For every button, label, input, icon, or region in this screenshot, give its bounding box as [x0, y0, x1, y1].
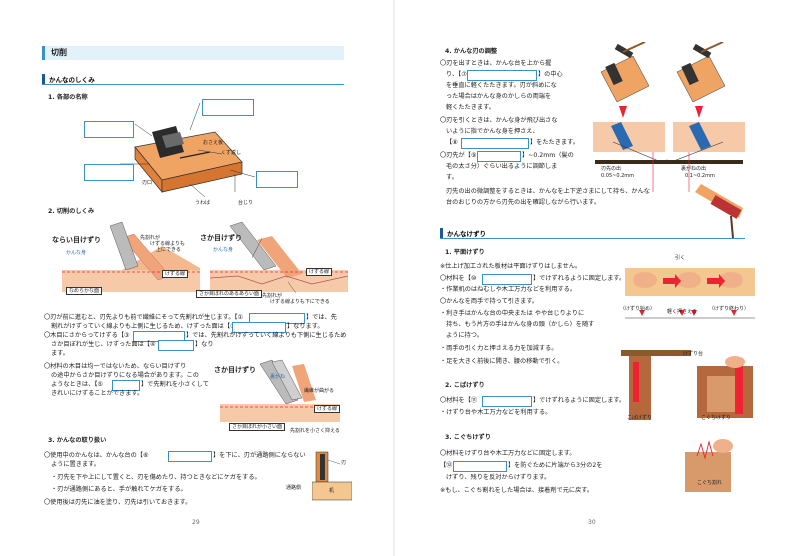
kezuru-line-2: けずる線 [306, 268, 333, 276]
sakiware-note-3: 上にできる [156, 247, 181, 253]
blank-box-1[interactable] [202, 99, 254, 116]
label-hakuchi: 刃口 [142, 180, 153, 186]
d7-koguchi: こぐちけずり [701, 415, 732, 421]
d7-kezuridai: けずり台 [683, 351, 704, 357]
blank-10[interactable] [482, 274, 532, 285]
blank-box-3[interactable] [84, 164, 134, 181]
d3-kezuru: けずる線 [314, 405, 341, 413]
narai-title: ならい目けずり [52, 236, 101, 244]
uragane-diagram [220, 359, 340, 422]
kezuru-line-1: けずる線 [162, 270, 189, 278]
section-header: 切削 [42, 46, 344, 60]
nameraka-label: なめらかな面 [66, 287, 103, 295]
flat-planing-diagram [625, 268, 755, 319]
d5-ura: 裏がねの出 [681, 166, 707, 172]
d4-tsuro: 通路側 [286, 485, 302, 491]
sakame-men-label: さか目ぼれのあるあらい面 [196, 290, 263, 298]
heading-cutting-mechanism: 2. 切削のしくみ [48, 208, 95, 215]
sakiware-note-1: 先割れが [140, 235, 161, 241]
blank-11[interactable] [482, 396, 532, 407]
d6-mid: 軽く押さえる [667, 309, 697, 315]
subheading-kanna-shikumi: かんなのしくみ [42, 74, 344, 85]
label-kuzu: くず返し [221, 150, 242, 156]
kanna-diagram [120, 102, 256, 198]
heading-end-planing: 3. こぐちけずり [445, 434, 491, 441]
end-planing-diagram [685, 439, 733, 492]
edge-planing-diagram [621, 350, 753, 420]
sakiware-note-2: けずる線よりも [150, 241, 185, 247]
d8-ware: こぐち割れ [697, 480, 723, 486]
page-number-30: 30 [588, 519, 596, 526]
d5-hasaki-v: 0.05~0.2mm [601, 173, 635, 179]
d3-title: さか目けずり [214, 366, 256, 374]
d3-uragane: 裏がね [270, 374, 286, 380]
heading-blade-adjust: 4. かんな刃の調整 [445, 48, 498, 55]
blank-8[interactable] [461, 138, 529, 149]
d5-hasaki: 刃先の出 [601, 166, 622, 172]
storage-diagram [312, 451, 352, 501]
label-osae: おさえ板 [203, 140, 224, 146]
d6-start: （けずり始め） [620, 306, 656, 312]
sakame-sub: かんな身 [213, 247, 234, 253]
d6-hiku: 引く [675, 255, 686, 261]
d3-osaeru: 先割れを小さく抑える [290, 428, 340, 434]
blank-6[interactable] [168, 451, 212, 462]
d3-kyokai: 繊維が曲がる [304, 388, 335, 394]
d5-ura-v: 0.1~0.2mm [685, 173, 715, 179]
page-29: 切削 かんなのしくみ 1. 各部の名称 おさえ板 くず返し 刃口 うわば 台じり… [0, 0, 393, 556]
label-uwaba: うわば [195, 200, 211, 206]
d3-small: さか目ぼれが小さい面 [229, 423, 286, 431]
blank-9[interactable] [477, 151, 521, 162]
heading-handling: 3. かんなの取り扱い [48, 437, 107, 444]
hammer-diagram [593, 42, 745, 239]
sakame-title: さか目けずり [200, 234, 242, 242]
blank-5[interactable] [112, 380, 140, 391]
label-daijiri: 台じり [238, 200, 254, 206]
d7-koba: こばけずり [627, 415, 653, 421]
page-30: 4. かんな刃の調整 〇刃を出すときは、かんな台を上から握 り、【⑦ 】の中心 … [395, 0, 788, 556]
blank-7[interactable] [467, 70, 537, 81]
heading-edge-planing: 2. こばけずり [445, 382, 485, 389]
blank-2[interactable] [232, 322, 286, 333]
d4-tsukue: 机 [329, 488, 335, 494]
heading-part-names: 1. 各部の名称 [48, 94, 88, 101]
blank-4[interactable] [158, 340, 194, 351]
blank-12[interactable] [453, 461, 507, 472]
subheading-kanna-kezuri: かんなけずり [440, 228, 745, 239]
blank-box-2[interactable] [84, 121, 134, 138]
sakiware-below-2: けずる線よりも下にできる [270, 299, 330, 305]
narai-sub: かんな身 [66, 250, 87, 256]
blank-box-4[interactable] [256, 171, 298, 188]
d4-ha: 刃 [341, 460, 347, 466]
d6-end: （けずり終わり） [709, 306, 750, 312]
page-number-29: 29 [192, 519, 200, 526]
heading-flat-planing: 1. 平面けずり [445, 249, 485, 256]
sakiware-below-1: 先割れが [262, 293, 283, 299]
